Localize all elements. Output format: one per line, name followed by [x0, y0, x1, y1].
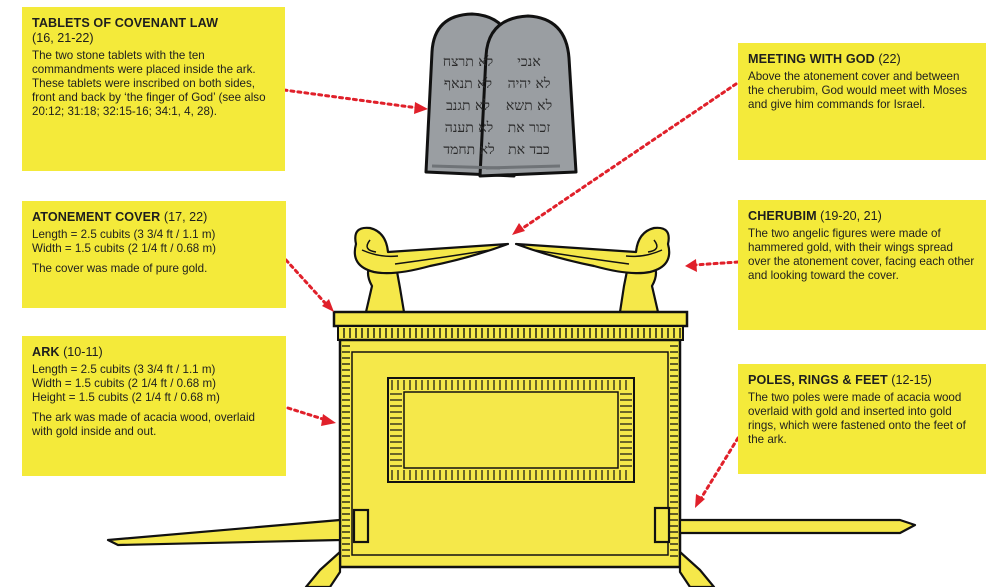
- cherubim-ref: (19-20, 21): [820, 209, 882, 223]
- ark-title: ARK: [32, 345, 60, 359]
- tablet-line: זכור את: [508, 120, 551, 136]
- arrowheads: [321, 102, 705, 508]
- atonement-length: Length = 2.5 cubits (3 3/4 ft / 1.1 m): [32, 228, 216, 241]
- tablet-line: אנכי: [517, 54, 540, 70]
- ark-description: The ark was made of acacia wood, overlai…: [32, 411, 255, 438]
- ark-length: Length = 2.5 cubits (3 3/4 ft / 1.1 m): [32, 363, 216, 376]
- tablet-line: לא תרצח: [443, 54, 493, 70]
- meeting-pointer: [518, 82, 738, 232]
- ark-pointer: [286, 406, 328, 422]
- poles-pointer: [698, 436, 740, 502]
- ark-chest: [338, 338, 682, 569]
- cherubim-title: CHERUBIM: [748, 209, 817, 223]
- poles-title: POLES, RINGS & FEET: [748, 373, 888, 387]
- atonement-title: ATONEMENT COVER: [32, 210, 161, 224]
- poles: [106, 506, 917, 547]
- pointer-arrows: [282, 82, 740, 502]
- atonement-ref: (17, 22): [163, 210, 208, 224]
- stone-tablets: [424, 12, 578, 178]
- meeting-title: MEETING WITH GOD: [748, 52, 875, 66]
- tablet-line: לא תגנב: [446, 98, 490, 114]
- poles-label: POLES, RINGS & FEET (12-15) The two pole…: [738, 364, 986, 474]
- tablets-title: TABLETS OF COVENANT LAW: [32, 16, 219, 30]
- tablets-ref: (16, 21-22): [32, 31, 94, 45]
- tablet-line: לא תשא: [506, 98, 552, 114]
- left-tablet-text: לא תרצח לא תנאף לא תגנב לא תענה לא תחמד: [443, 54, 495, 158]
- tablet-line: לא תענה: [445, 120, 493, 136]
- cherub-right: [514, 226, 671, 314]
- tablet-line: לא תחמד: [443, 142, 494, 158]
- ark-width: Width = 1.5 cubits (2 1/4 ft / 0.68 m): [32, 377, 216, 390]
- cherubim-pointer: [692, 260, 740, 267]
- ark-feet: [304, 550, 716, 587]
- meeting-ref: (22): [878, 52, 901, 66]
- ark-label: ARK (10-11) Length = 2.5 cubits (3 3/4 f…: [22, 336, 286, 476]
- cherub-left: [353, 226, 510, 314]
- tablet-line: לא יהיה: [508, 76, 551, 92]
- right-tablet-text: אנכי לא יהיה לא תשא זכור את כבד את: [506, 54, 552, 158]
- tablets-pointer: [282, 88, 420, 110]
- cherubim-label: CHERUBIM (19-20, 21) The two angelic fig…: [738, 200, 986, 330]
- tablet-line: לא תנאף: [444, 76, 492, 92]
- atonement-cover: [332, 310, 689, 341]
- tablets-label: TABLETS OF COVENANT LAW (16, 21-22) The …: [22, 7, 285, 171]
- atonement-description: The cover was made of pure gold.: [32, 262, 208, 275]
- tablet-line: כבד את: [508, 142, 550, 158]
- ark-ref: (10-11): [63, 345, 103, 359]
- tablets-description: The two stone tablets with the ten comma…: [32, 49, 266, 118]
- poles-ref: (12-15): [891, 373, 932, 387]
- meeting-description: Above the atonement cover and between th…: [748, 70, 968, 111]
- atonement-pointer: [284, 258, 328, 306]
- poles-description: The two poles were made of acacia wood o…: [748, 391, 966, 446]
- ark-height: Height = 1.5 cubits (2 1/4 ft / 0.68 m): [32, 391, 220, 404]
- meeting-label: MEETING WITH GOD (22) Above the atonemen…: [738, 43, 986, 160]
- cherubim-description: The two angelic figures were made of ham…: [748, 227, 975, 282]
- atonement-label: ATONEMENT COVER (17, 22) Length = 2.5 cu…: [22, 201, 286, 308]
- atonement-width: Width = 1.5 cubits (2 1/4 ft / 0.68 m): [32, 242, 216, 255]
